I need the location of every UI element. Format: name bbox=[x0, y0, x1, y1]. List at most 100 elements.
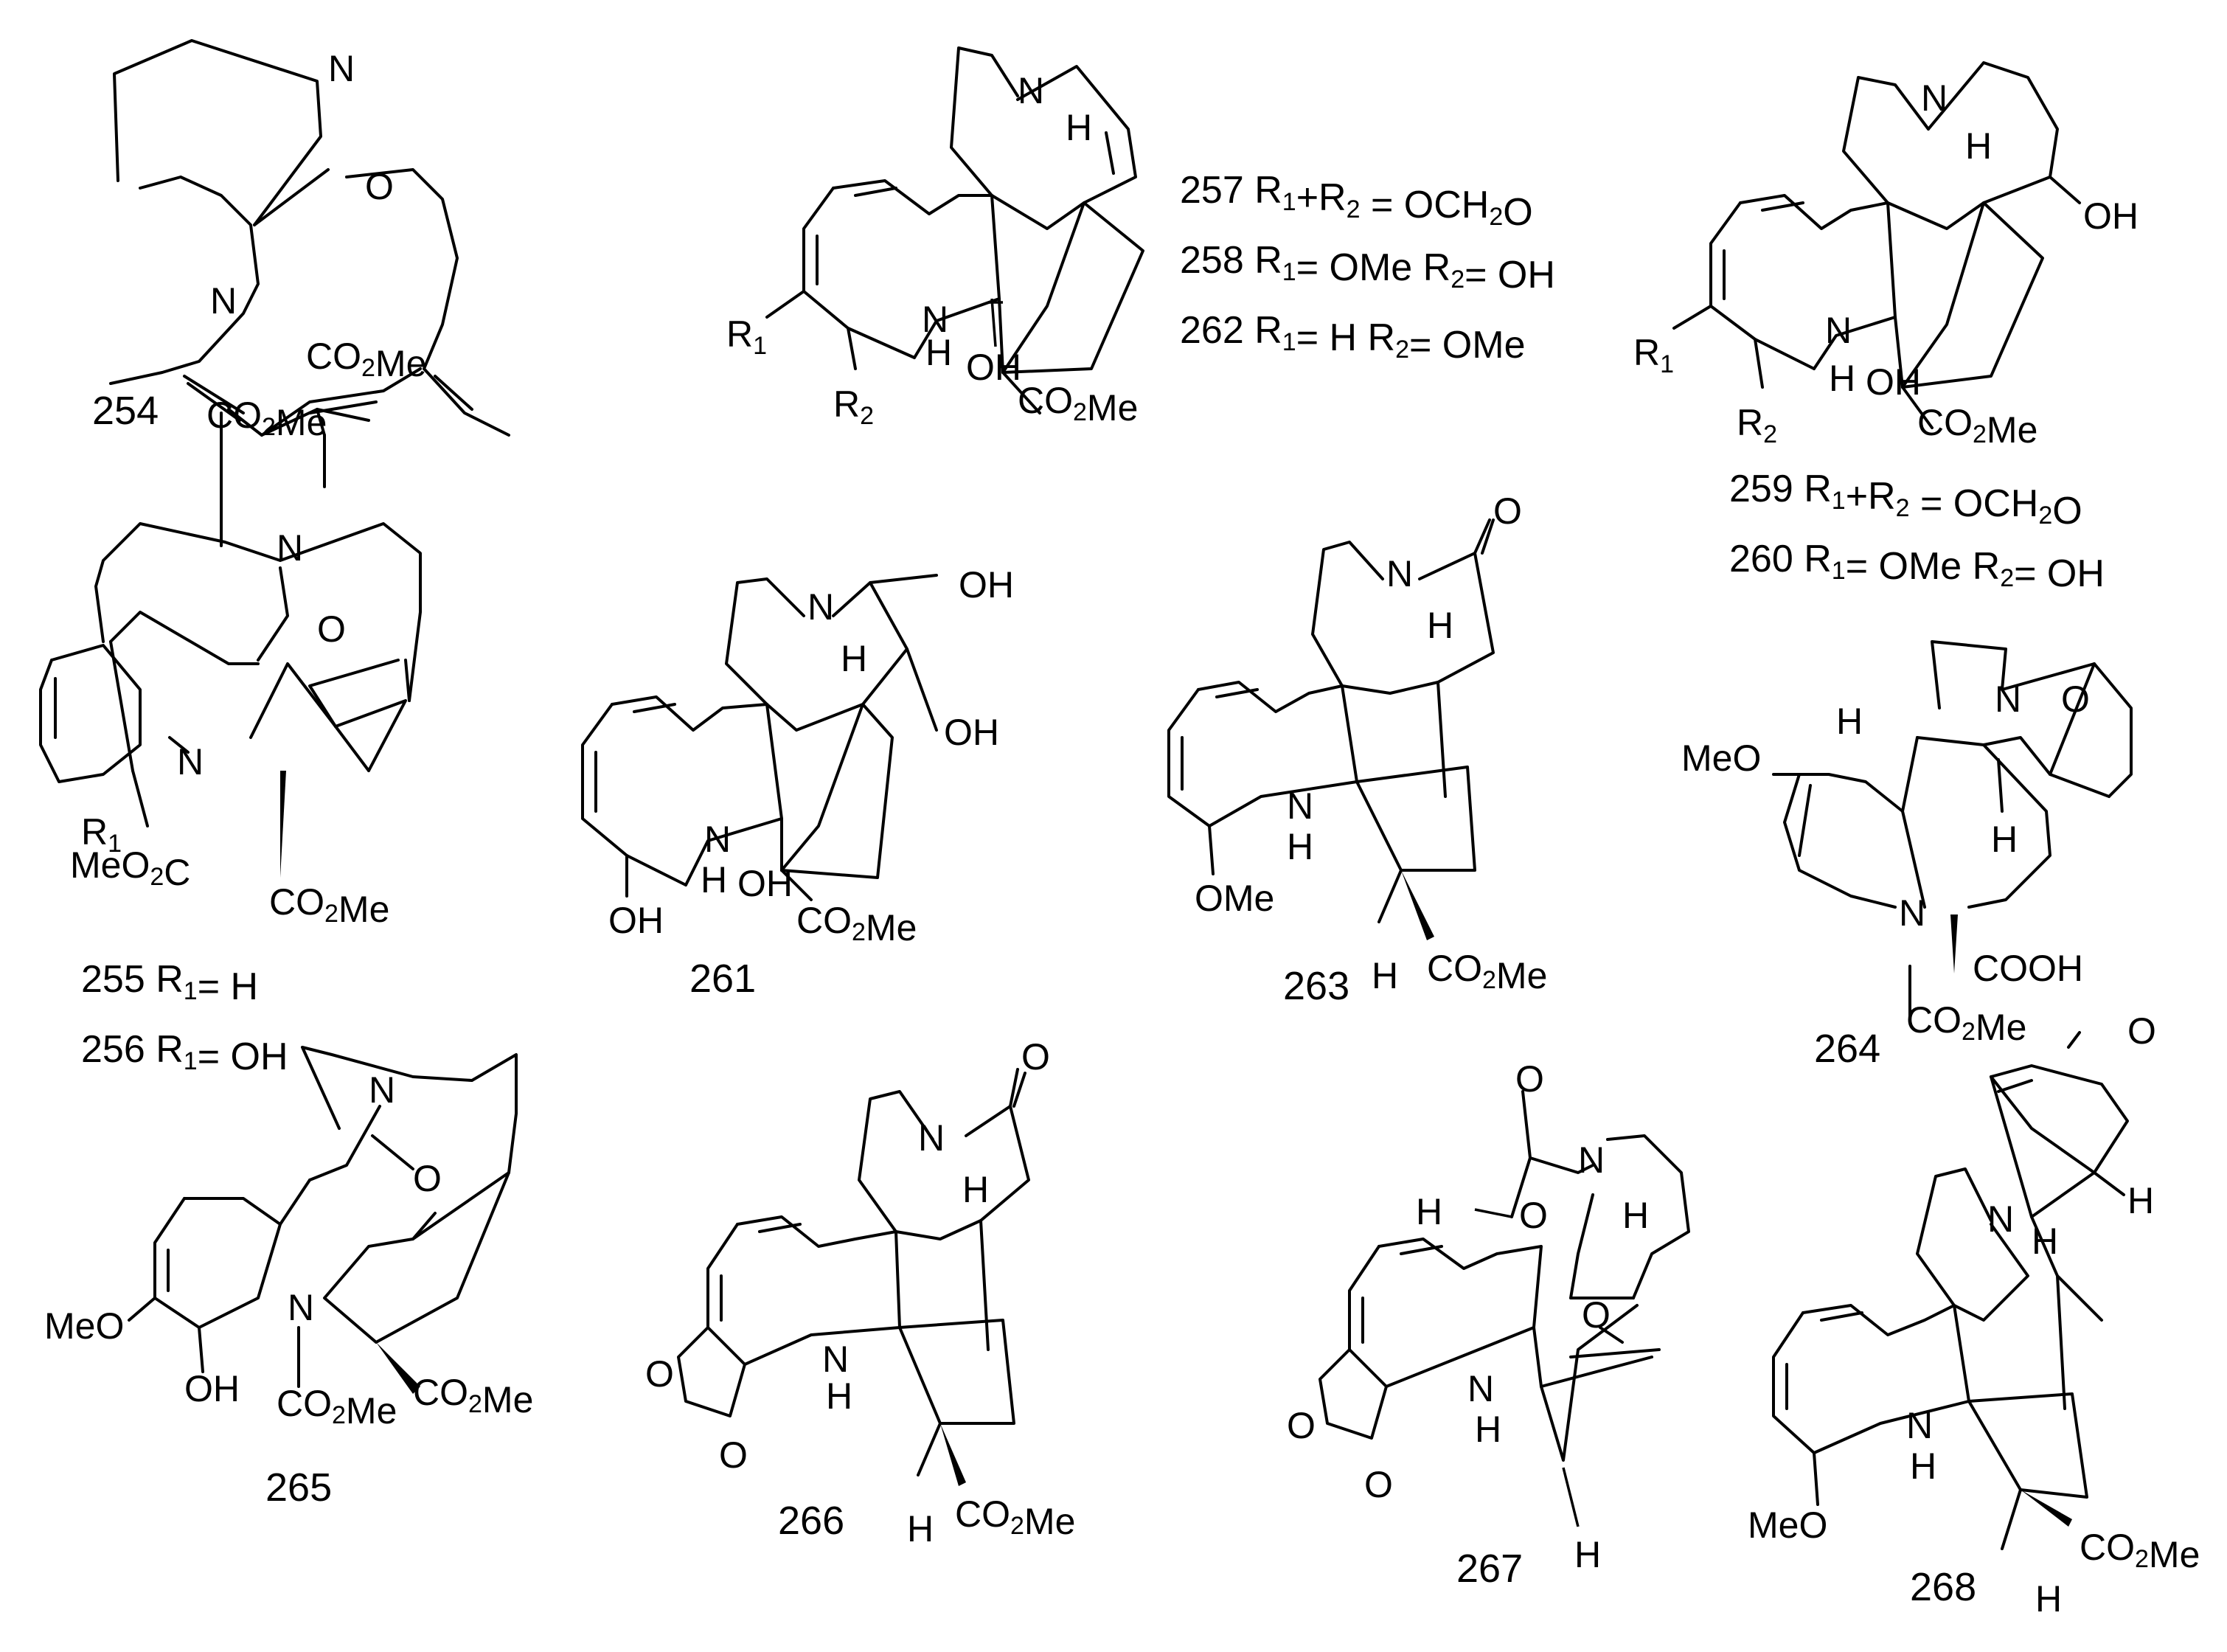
atom-nh: N bbox=[1906, 1405, 1933, 1446]
captions-259-260: 259 R1+R2 = OCH2O 260 R1= OMe R2= OH bbox=[1729, 468, 2105, 595]
atom-n2: N bbox=[210, 280, 237, 322]
structure-254: N O N CO2Me CO2Me 254 bbox=[92, 39, 510, 547]
atom-oh3: OH bbox=[737, 863, 793, 904]
atom-h1: H bbox=[1427, 605, 1453, 646]
structure-263: O N H N H OMe H CO2Me 263 bbox=[1167, 490, 1547, 1008]
atom-o2: O bbox=[1519, 1195, 1548, 1236]
atom-h3: H bbox=[2035, 1578, 2062, 1620]
atom-h1: H bbox=[1416, 1191, 1442, 1232]
atom-n1: N bbox=[328, 48, 355, 89]
atom-oh2: OH bbox=[1866, 361, 1921, 403]
structure-259-260: N H OH N H OH CO2Me R1 R2 bbox=[1633, 61, 2139, 451]
bonds-259 bbox=[1672, 61, 2081, 429]
compound-label-254: 254 bbox=[92, 389, 159, 433]
stereo-wedge-1 bbox=[1950, 914, 1958, 974]
compound-label-263: 263 bbox=[1283, 964, 1349, 1008]
caption-262: 262 R1= H R2= OMe bbox=[1180, 309, 1525, 367]
compound-label-267: 267 bbox=[1456, 1547, 1523, 1591]
compound-label-266: 266 bbox=[778, 1499, 844, 1543]
compound-label-268: 268 bbox=[1910, 1565, 1976, 1609]
atom-h1: H bbox=[1836, 701, 1863, 742]
atom-nh-h: H bbox=[1910, 1446, 1936, 1487]
ester-1: CO2Me bbox=[306, 336, 426, 384]
atom-nh-h: H bbox=[701, 859, 727, 900]
atom-n1: N bbox=[1921, 77, 1948, 119]
atom-nh: N bbox=[1467, 1368, 1494, 1409]
atom-o1: O bbox=[1493, 490, 1522, 532]
atom-o1: O bbox=[2127, 1010, 2156, 1052]
atom-r2: R2 bbox=[1737, 402, 1777, 448]
bonds-268 bbox=[1772, 1031, 2129, 1550]
ester-1: CO2Me bbox=[1906, 999, 2026, 1048]
atom-n1: N bbox=[1578, 1139, 1605, 1181]
atom-oh4: OH bbox=[608, 900, 664, 941]
atom-o1: O bbox=[317, 608, 346, 650]
atom-h2: H bbox=[1622, 1195, 1649, 1236]
atom-h1: H bbox=[962, 1169, 989, 1210]
bonds-254 bbox=[109, 39, 510, 547]
atom-h3: H bbox=[1574, 1534, 1601, 1575]
atom-oh1: OH bbox=[959, 564, 1014, 605]
structure-255-256: N O N R1 MeO2C CO2Me bbox=[39, 522, 422, 930]
bonds-263 bbox=[1167, 518, 1495, 923]
atom-oh1: OH bbox=[2083, 195, 2139, 237]
ester-1: CO2Me bbox=[796, 900, 917, 948]
atom-h1: H bbox=[2032, 1221, 2058, 1262]
atom-h2: H bbox=[2127, 1180, 2154, 1221]
ester-1: CO2Me bbox=[1427, 948, 1547, 996]
structure-268: O N H H N H MeO CO2Me H 268 bbox=[1748, 1010, 2200, 1620]
atom-nh: N bbox=[1287, 785, 1313, 827]
caption-258: 258 R1= OMe R2= OH bbox=[1180, 239, 1555, 296]
stereo-wedge-1 bbox=[280, 771, 286, 878]
ester-2: CO2Me bbox=[413, 1372, 533, 1420]
atom-h2: H bbox=[907, 1508, 934, 1549]
caption-259: 259 R1+R2 = OCH2O bbox=[1729, 468, 2082, 532]
ester-1: CO2Me bbox=[277, 1383, 397, 1431]
atom-nh-h: H bbox=[1287, 826, 1313, 867]
ester-2: CO2Me bbox=[206, 395, 327, 443]
compound-label-261: 261 bbox=[689, 957, 756, 1001]
structure-265: N O MeO OH N CO2Me CO2Me 265 bbox=[44, 1046, 533, 1510]
compound-label-265: 265 bbox=[265, 1465, 332, 1510]
structure-267: O H O N H O O O N H H 267 bbox=[1287, 1058, 1690, 1591]
atom-o4: O bbox=[1287, 1405, 1316, 1446]
atom-meo: MeO bbox=[1748, 1504, 1827, 1546]
atom-cooh: COOH bbox=[1973, 948, 2083, 989]
captions-255-256: 255 R1= H 256 R1= OH bbox=[81, 958, 288, 1078]
atom-o1: O bbox=[413, 1158, 442, 1199]
ester-1: CO2Me bbox=[2080, 1527, 2200, 1575]
ester-2: CO2Me bbox=[269, 881, 389, 930]
caption-255: 255 R1= H bbox=[81, 958, 258, 1008]
caption-260: 260 R1= OMe R2= OH bbox=[1729, 538, 2105, 595]
atom-o3: O bbox=[1582, 1294, 1611, 1336]
bonds-264 bbox=[1772, 640, 2133, 1019]
atom-oh: OH bbox=[966, 347, 1021, 388]
atom-r1: R1 bbox=[81, 811, 122, 858]
captions-257-258-262: 257 R1+R2 = OCH2O 258 R1= OMe R2= OH 262… bbox=[1180, 169, 1555, 367]
atom-meo: MeO bbox=[44, 1305, 124, 1347]
atom-nh: N bbox=[922, 299, 948, 340]
caption-256: 256 R1= OH bbox=[81, 1028, 288, 1078]
bonds-266 bbox=[677, 1068, 1030, 1476]
caption-257: 257 R1+R2 = OCH2O bbox=[1180, 169, 1533, 234]
bonds-257 bbox=[765, 46, 1144, 414]
bonds-267 bbox=[1319, 1090, 1690, 1462]
atom-h2: H bbox=[1372, 955, 1398, 996]
atom-o5: O bbox=[1364, 1464, 1393, 1505]
atom-nh: N bbox=[1825, 310, 1852, 351]
atom-n2: N bbox=[288, 1287, 314, 1328]
atom-nh: N bbox=[704, 819, 731, 860]
atom-h1: H bbox=[1066, 107, 1092, 148]
atom-n1: N bbox=[807, 586, 834, 628]
atom-oh2: OH bbox=[944, 712, 999, 753]
atom-nh-h: H bbox=[1829, 358, 1855, 399]
atom-r2: R2 bbox=[833, 384, 874, 430]
bonds-255 bbox=[39, 522, 422, 827]
ester-1: CO2Me bbox=[1917, 402, 2037, 451]
ester-1: MeO2C bbox=[70, 844, 190, 893]
bonds-265 bbox=[128, 1046, 518, 1388]
atom-n2: N bbox=[177, 741, 204, 782]
stereo-wedge-1 bbox=[376, 1342, 420, 1394]
atom-nh-h: H bbox=[826, 1375, 852, 1417]
